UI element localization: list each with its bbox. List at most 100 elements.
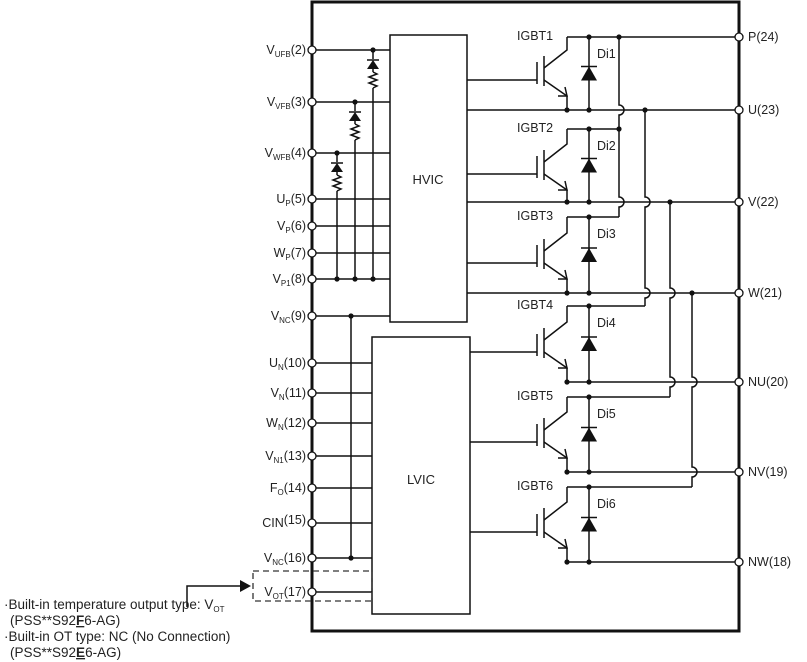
igbt-emitter (543, 262, 568, 293)
pin-name: U (276, 192, 285, 206)
arrow-head-icon (240, 580, 251, 592)
power-devices: IGBT1Di1IGBT2Di2IGBT3Di3IGBT4Di4IGBT5Di5… (517, 29, 616, 562)
note-vot-type: ·Built-in temperature output type: VOT (4, 597, 225, 614)
pin-name: V (271, 309, 280, 323)
bootstrap-diode-icon (367, 60, 379, 69)
pins: VUFB(2)VVFB(3)VWFB(4)UP(5)VP(6)WP(7)VP1(… (262, 30, 791, 601)
pin-number: (11) (285, 386, 306, 400)
pin-terminal (734, 288, 744, 298)
bootstrap-diode-icon (331, 163, 343, 172)
pin-terminal (734, 467, 744, 477)
pin-name: U (269, 356, 278, 370)
junction-dot (586, 34, 592, 40)
pin-number: (13) (284, 449, 306, 463)
pin-subscript: O (278, 488, 284, 497)
left-pin-label: WP(7) (274, 246, 306, 262)
note-vot-part: (PSS**S92F6-AG) (10, 613, 120, 628)
igbt-emitter (543, 531, 568, 562)
igbt-emitter-arrow-icon (558, 180, 568, 191)
freewheel-diode-icon (581, 66, 597, 81)
freewheel-diode-icon (581, 427, 597, 442)
igbt-collector (543, 397, 568, 431)
junction-dot (586, 126, 592, 132)
diode-label: Di4 (597, 316, 616, 330)
left-pin-label: WN(12) (266, 416, 306, 432)
junction-dot (586, 214, 592, 220)
junction-dot (586, 469, 592, 475)
hvic-block (389, 34, 468, 323)
pin-number: (7) (291, 246, 306, 260)
u-bus (644, 110, 651, 306)
v-bus (669, 202, 676, 397)
igbt-emitter (543, 351, 568, 382)
left-pin-label: UP(5) (276, 192, 306, 208)
igbt-collector (543, 306, 568, 341)
left-pin-label: VP(6) (277, 219, 306, 235)
pin-terminal (734, 557, 744, 567)
freewheel-diode-icon (581, 337, 597, 351)
pin-subscript: P (285, 199, 290, 208)
resistor-icon (348, 123, 362, 141)
igbt-emitter-arrow-icon (558, 538, 568, 549)
p-bus (618, 37, 625, 217)
pin-subscript: P1 (281, 279, 291, 288)
igbt-collector (543, 217, 568, 252)
junction-dot (586, 290, 592, 296)
lvic-label: LVIC (407, 472, 435, 487)
igbt-label: IGBT1 (517, 29, 553, 43)
right-pin-label: NV(19) (748, 465, 788, 479)
diode-label: Di3 (597, 227, 616, 241)
hvic-label: HVIC (412, 172, 443, 187)
pin-name: V (271, 386, 280, 400)
freewheel-diode-icon (581, 517, 597, 532)
pin-name: F (270, 481, 278, 495)
pin-terminal (734, 105, 744, 115)
left-pin-label: VN1(13) (265, 449, 306, 465)
left-pin-label: VNC(9) (271, 309, 306, 325)
left-pin-label: VVFB(3) (267, 95, 306, 111)
pin-subscript: VFB (275, 102, 291, 111)
pin-name: V (267, 95, 276, 109)
pin-subscript: WFB (273, 153, 291, 162)
pin-number: (12) (284, 416, 306, 430)
igbt-label: IGBT6 (517, 479, 553, 493)
igbt-emitter-arrow-icon (558, 269, 568, 280)
pin-terminal (307, 311, 317, 321)
right-pin-label: U(23) (748, 103, 779, 117)
pin-name: V (265, 449, 274, 463)
pin-name: W (266, 416, 278, 430)
freewheel-diode-icon (581, 158, 597, 173)
pin-name: W (274, 246, 286, 260)
pin-terminal (307, 194, 317, 204)
pin-terminal (307, 518, 317, 528)
pin-terminal (307, 553, 317, 563)
pin-number: (9) (291, 309, 306, 323)
resistor-icon (366, 71, 380, 89)
left-pin-label: UN(10) (269, 356, 306, 372)
pin-terminal (307, 451, 317, 461)
w-bus (691, 293, 698, 487)
pin-number: (3) (291, 95, 306, 109)
pin-number: (16) (284, 551, 306, 565)
note-nc-part: (PSS**S92E6-AG) (10, 645, 121, 660)
pin-subscript: N1 (274, 456, 285, 465)
bootstrap-diode-icon (349, 112, 361, 121)
diode-label: Di2 (597, 139, 616, 153)
left-pin-label: VN(11) (271, 386, 306, 402)
pin-subscript: N (278, 363, 284, 372)
pin-terminal (307, 418, 317, 428)
lvic-block (371, 336, 471, 615)
junction-dot (586, 394, 592, 400)
igbt-collector (543, 129, 568, 163)
pin-terminal (307, 274, 317, 284)
pin-subscript: UFB (275, 50, 291, 59)
diode-label: Di1 (597, 47, 616, 61)
junction-dot (586, 379, 592, 385)
pin-number: (4) (291, 146, 306, 160)
pin-name: V (273, 272, 282, 286)
igbt-emitter (543, 441, 568, 472)
vot-option-box (252, 570, 373, 602)
pin-terminal (307, 148, 317, 158)
junction-dot (586, 199, 592, 205)
pin-subscript: P (285, 253, 290, 262)
